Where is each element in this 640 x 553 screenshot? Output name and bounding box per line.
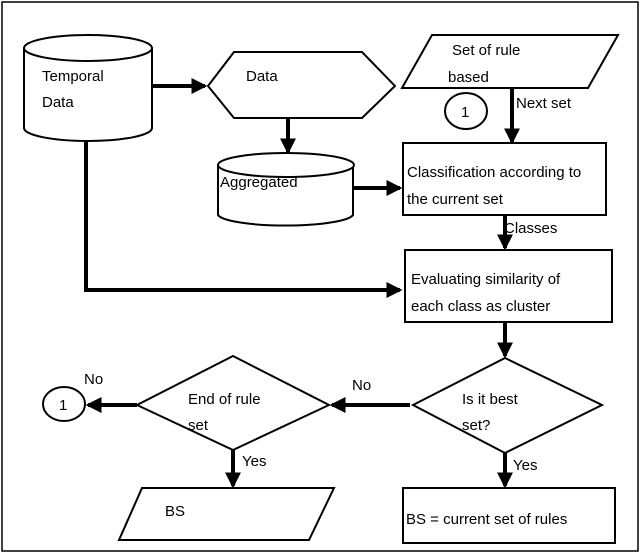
edge-label-yes-end: Yes xyxy=(242,453,266,470)
connector-circle-top: 1 xyxy=(444,92,488,130)
connector-left-label: 1 xyxy=(59,397,67,414)
is-best-label-line1: Is it best xyxy=(462,391,519,408)
end-rule-label-line1: End of rule xyxy=(188,391,261,408)
data-label: Data xyxy=(246,68,278,85)
data-hexagon: Data xyxy=(206,51,397,119)
classification-label-line2: the current set xyxy=(407,191,504,208)
edge-label-classes: Classes xyxy=(504,220,557,237)
end-of-rule-set-decision: End of rule set xyxy=(134,354,332,452)
aggregated-label: Aggregated xyxy=(220,174,298,191)
bs-current-label: BS = current set of rules xyxy=(406,511,567,528)
edge-label-next-set: Next set xyxy=(516,95,572,112)
temporal-data-label-line1: Temporal xyxy=(42,68,104,85)
edge-label-yes-best: Yes xyxy=(513,457,537,474)
evaluating-label-line2: each class as cluster xyxy=(411,298,550,315)
edge-label-no-best: No xyxy=(352,377,371,394)
classification-process-box: Classification according to the current … xyxy=(402,142,607,216)
edge-label-no-end: No xyxy=(84,371,103,388)
end-rule-label-line2: set xyxy=(188,417,209,434)
rule-set-label-line2: based xyxy=(448,69,489,86)
edge-temporal-to-evaluating xyxy=(84,142,403,298)
connector-top-label: 1 xyxy=(461,104,469,121)
temporal-data-label-line2: Data xyxy=(42,94,74,111)
evaluating-label-line1: Evaluating similarity of xyxy=(411,271,561,288)
bs-output-parallelogram: BS xyxy=(117,487,336,541)
rule-set-label-line1: Set of rule xyxy=(452,42,520,59)
bs-label: BS xyxy=(165,503,185,520)
is-best-label-line2: set? xyxy=(462,417,490,434)
classification-label-line1: Classification according to xyxy=(407,164,581,181)
connector-circle-left: 1 xyxy=(42,386,86,422)
is-best-set-decision: Is it best set? xyxy=(410,356,605,455)
rule-set-parallelogram: Set of rule based xyxy=(400,34,620,89)
aggregated-cylinder: Aggregated xyxy=(217,152,355,227)
bs-current-rules-box: BS = current set of rules xyxy=(402,487,616,544)
evaluating-process-box: Evaluating similarity of each class as c… xyxy=(404,249,613,323)
temporal-data-cylinder: Temporal Data xyxy=(23,34,153,142)
